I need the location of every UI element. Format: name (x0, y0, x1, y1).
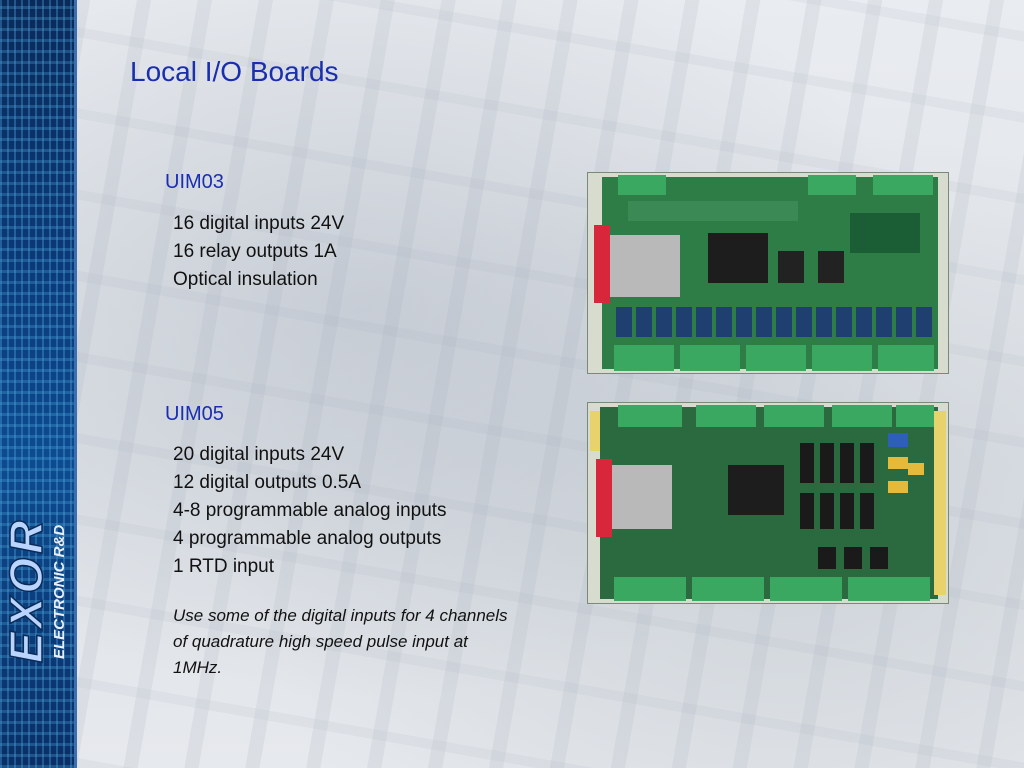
uim03-board-photo (587, 172, 949, 374)
spec-item: Optical insulation (173, 269, 318, 290)
slide-title: Local I/O Boards (130, 56, 339, 87)
spec-item: 16 relay outputs 1A (173, 241, 337, 262)
uim03-spec-list: 16 digital inputs 24V 16 relay outputs 1… (173, 210, 344, 294)
spec-item: 20 digital inputs 24V (173, 444, 345, 465)
left-decorative-strip (0, 0, 76, 768)
board-name-uim03: UIM03 (165, 171, 224, 193)
svg-text:ELECTRONIC R&D: ELECTRONIC R&D (51, 525, 68, 659)
uim05-spec-list: 20 digital inputs 24V 12 digital outputs… (173, 441, 447, 581)
strip-edge (74, 0, 77, 768)
uim05-note: Use some of the digital inputs for 4 cha… (173, 606, 508, 677)
spec-item: 4-8 programmable analog inputs (173, 500, 447, 521)
spec-item: 1 RTD input (173, 556, 275, 577)
exor-logo: EXOR ELECTRONIC R&D (0, 516, 68, 664)
uim05-board-photo (587, 402, 949, 604)
spec-item: 12 digital outputs 0.5A (173, 472, 362, 493)
board-name-uim05: UIM05 (165, 403, 224, 425)
svg-text:EXOR: EXOR (0, 517, 52, 663)
spec-item: 4 programmable analog outputs (173, 528, 442, 549)
machinery-background (76, 0, 1024, 768)
spec-item: 16 digital inputs 24V (173, 213, 345, 234)
